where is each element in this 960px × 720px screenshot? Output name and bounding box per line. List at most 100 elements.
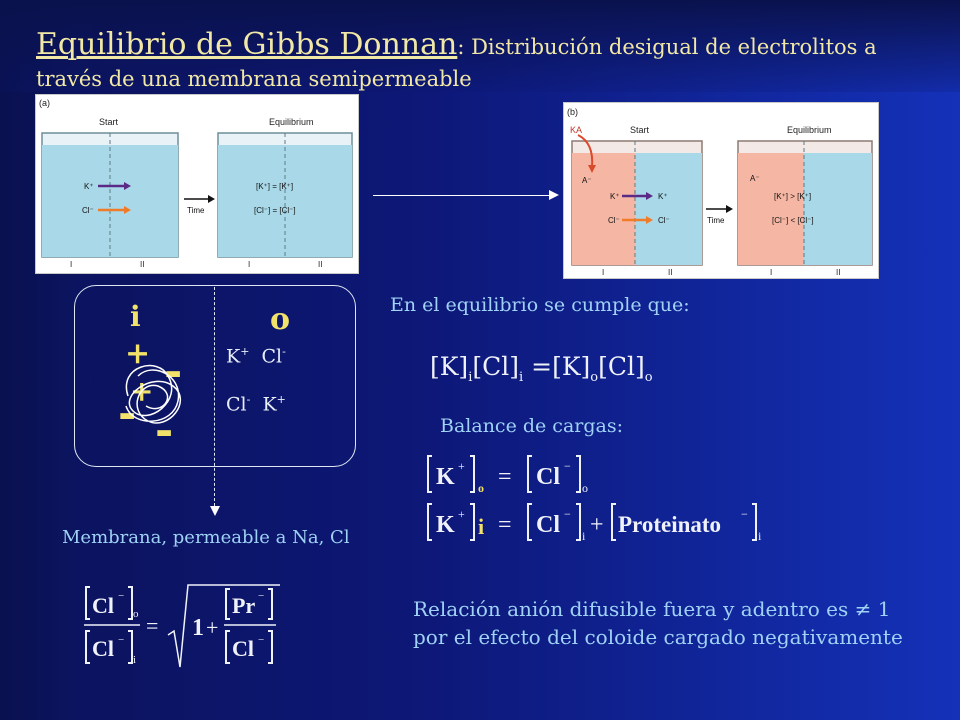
- eq-k-text: [K⁺] = [K⁺]: [256, 182, 293, 191]
- svg-text:i: i: [758, 529, 762, 543]
- minus-sign-1: -: [164, 346, 183, 397]
- b-time-label: Time: [707, 216, 725, 225]
- equilibrium-statement: En el equilibrio se cumple que:: [390, 294, 690, 316]
- product-equation: [K]i[Cl]i =[K]o[Cl]o: [430, 352, 653, 385]
- svg-text:=: =: [146, 613, 158, 638]
- outside-label: o: [270, 302, 291, 337]
- svg-text:+: +: [458, 459, 465, 473]
- figure-b-equilibrium: Equilibrium: [787, 125, 832, 135]
- side-2: II: [140, 260, 144, 269]
- compartment-box: [74, 285, 356, 467]
- figure-b-label: (b): [567, 107, 578, 117]
- svg-text:Proteinato: Proteinato: [618, 512, 721, 537]
- svg-text:−: −: [118, 590, 124, 602]
- svg-text:+: +: [458, 507, 465, 521]
- svg-text:K: K: [436, 512, 455, 538]
- svg-text:−: −: [564, 507, 571, 521]
- cl-ion-2: Cl: [226, 393, 247, 416]
- figure-arrow-head: [549, 190, 559, 200]
- b-eq-k: [K⁺] > [K⁺]: [774, 192, 811, 201]
- cl-arrow-head: [124, 206, 131, 214]
- solution-b-eq-left: [738, 153, 804, 265]
- svg-text:=: =: [498, 512, 512, 538]
- svg-text:Cl: Cl: [232, 636, 254, 661]
- figure-b-start: Start: [630, 125, 650, 135]
- svg-text:o: o: [582, 481, 588, 495]
- svg-text:Cl: Cl: [536, 464, 560, 490]
- membrane-caption: Membrana, permeable a Na, Cl: [62, 527, 350, 548]
- svg-text:i: i: [478, 514, 484, 539]
- title-band: [0, 0, 960, 92]
- svg-text:o: o: [133, 608, 139, 620]
- b-k-label: K⁺: [610, 192, 620, 201]
- b-cl-arrow-head: [646, 216, 653, 224]
- charge-balance-label: Balance de cargas:: [440, 415, 623, 437]
- b-cl-label: Cl⁻: [608, 216, 620, 225]
- inside-label: i: [130, 300, 141, 333]
- ion-row-1: K+ Cl-: [226, 345, 286, 368]
- svg-text:−: −: [564, 459, 571, 473]
- eq-cl-text: [Cl⁻] = [Cl⁻]: [254, 206, 296, 215]
- svg-text:K: K: [436, 464, 455, 490]
- b-cl-right: Cl⁻: [658, 216, 670, 225]
- svg-text:+: +: [590, 512, 604, 538]
- balance-equations: K + o = Cl − o K + i = Cl − i + Proteina…: [427, 455, 762, 543]
- svg-text:1: 1: [192, 615, 204, 641]
- cl-ion-1: Cl: [261, 345, 283, 368]
- solution-b-right: [635, 153, 702, 265]
- figure-a-equilibrium: Equilibrium: [269, 117, 314, 127]
- membrane-arrow-head: [210, 506, 220, 516]
- ka-label: KA: [570, 125, 582, 135]
- k-ion-2: K: [262, 393, 277, 416]
- time-arrow-head: [208, 195, 215, 203]
- b-eq-side-1: I: [770, 268, 772, 277]
- b-eq-a-ion: A⁻: [750, 174, 760, 183]
- svg-text:o: o: [478, 481, 484, 495]
- svg-text:Pr: Pr: [232, 593, 255, 618]
- svg-text:−: −: [118, 634, 124, 646]
- minus-sign-2: -: [118, 388, 137, 439]
- k-label: K⁺: [84, 182, 94, 191]
- solution-b-eq-right: [804, 153, 872, 265]
- k-ion-1: K: [226, 345, 241, 368]
- solution-b-left: [572, 153, 635, 265]
- b-time-arrow-head: [726, 205, 733, 213]
- b-k-arrow-head: [646, 192, 653, 200]
- b-eq-side-2: II: [836, 268, 840, 277]
- ion-row-2: Cl- K+: [226, 393, 286, 416]
- side-2-eq: II: [318, 260, 322, 269]
- svg-text:−: −: [258, 590, 264, 602]
- figure-arrow: [373, 195, 550, 196]
- svg-text:Cl: Cl: [92, 636, 114, 661]
- svg-text:Cl: Cl: [92, 593, 114, 618]
- cl-label: Cl⁻: [82, 206, 94, 215]
- svg-text:=: =: [498, 464, 512, 490]
- title-main: Equilibrio de Gibbs Donnan: [36, 27, 458, 62]
- svg-text:i: i: [133, 654, 136, 666]
- a-arrow: [577, 134, 594, 168]
- explanation-text: Relación anión difusible fuera y adentro…: [413, 597, 903, 649]
- figure-a: (a) Start Equilibrium K⁺ Cl⁻ I II Time […: [35, 94, 359, 274]
- ratio-equation: Cl − o Cl − i = 1 + Pr − Cl −: [84, 584, 280, 668]
- minus-sign-3: -: [155, 405, 174, 456]
- b-k-right: K⁺: [658, 192, 668, 201]
- svg-text:+: +: [206, 615, 218, 640]
- a-ion-label: A⁻: [582, 176, 592, 185]
- membrane-line: [214, 287, 215, 506]
- figure-a-label: (a): [39, 98, 50, 108]
- svg-text:Cl: Cl: [536, 512, 560, 538]
- svg-text:i: i: [582, 529, 586, 543]
- figure-a-start: Start: [99, 117, 119, 127]
- slide-title: Equilibrio de Gibbs Donnan: Distribución…: [36, 27, 877, 92]
- a-arrow-head: [588, 165, 596, 173]
- side-1: I: [70, 260, 72, 269]
- figure-b: (b) KA Start Equilibrium A⁻ K⁺ K⁺ Cl⁻ Cl…: [563, 102, 879, 279]
- b-eq-cl: [Cl⁻] < [Cl⁻]: [772, 216, 814, 225]
- b-side-2: II: [668, 268, 672, 277]
- k-arrow-head: [124, 182, 131, 190]
- svg-text:−: −: [258, 634, 264, 646]
- protein-coil: [125, 365, 181, 424]
- title-sub: Distribución desigual de electrolitos a …: [36, 35, 877, 91]
- time-label: Time: [187, 206, 205, 215]
- b-side-1: I: [602, 268, 604, 277]
